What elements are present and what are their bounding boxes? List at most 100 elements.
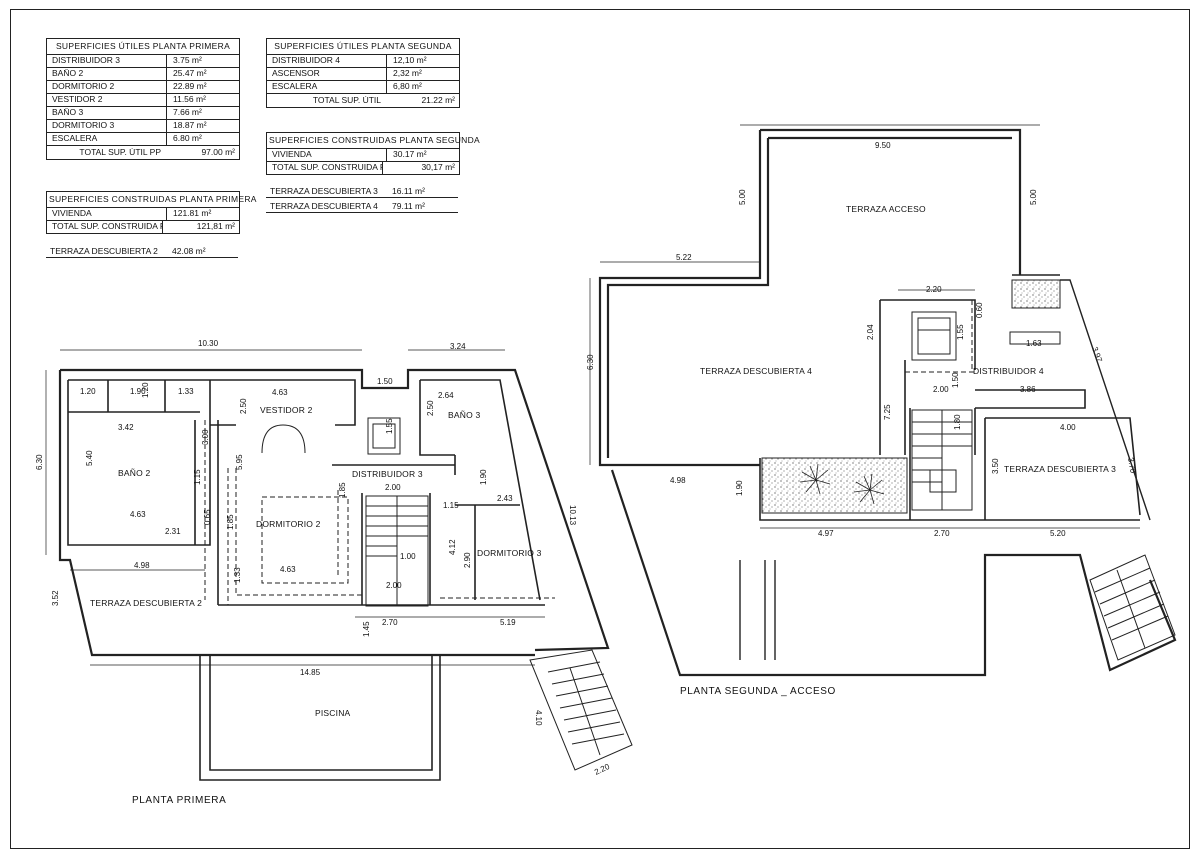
dimension-label: 1.90 (735, 480, 744, 496)
dimension-label: 7.25 (883, 404, 892, 420)
room-label: TERRAZA DESCUBIERTA 4 (700, 366, 812, 376)
dimension-label: 5.00 (738, 189, 747, 205)
dimension-label: 1.90 (479, 469, 488, 485)
dimension-label: 4.12 (448, 539, 457, 555)
dimension-label: 0.60 (975, 302, 984, 318)
room-label: BAÑO 3 (448, 410, 480, 420)
table-title: SUPERFICIES CONSTRUIDAS PLANTA PRIMERA (47, 192, 256, 208)
dimension-label: 4.00 (1060, 423, 1076, 432)
dimension-label: 10.30 (198, 339, 219, 348)
dimension-label: 1.45 (362, 621, 371, 637)
room-label: DORMITORIO 3 (477, 548, 542, 558)
dimension-label: 1.33 (233, 567, 242, 583)
room-label: DISTRIBUIDOR 3 (352, 469, 423, 479)
door-frame (1009, 331, 1061, 345)
dimension-label: 6.30 (35, 454, 44, 470)
palm-icon (799, 463, 885, 505)
dimension-label: 4.97 (818, 529, 834, 538)
plan-second-floor (589, 124, 1177, 677)
dimension-label: 3.52 (51, 590, 60, 606)
elevator (911, 311, 957, 361)
dimension-lines (45, 349, 545, 666)
dimension-label: 5.00 (1029, 189, 1038, 205)
dimension-label: 1.00 (400, 552, 416, 561)
dimension-label: 10.13 (568, 505, 577, 526)
dimension-label: 2.70 (382, 618, 398, 627)
dimension-label: 2.00 (386, 581, 402, 590)
plan-title: PLANTA PRIMERA (132, 795, 226, 806)
dimension-label: 4.98 (670, 476, 686, 485)
dimension-label: 2.20 (593, 762, 611, 777)
table-title: SUPERFICIES ÚTILES PLANTA PRIMERA (47, 39, 239, 55)
exterior-wall (610, 469, 1177, 677)
interior-wall (759, 299, 1141, 521)
dimension-label: 4.10 (534, 710, 543, 726)
dimension-label: 3.50 (991, 458, 1000, 474)
exterior-wall (739, 274, 1151, 660)
interior-wall (67, 379, 545, 606)
table-useful-first-floor: SUPERFICIES ÚTILES PLANTA PRIMERA DISTRI… (46, 38, 240, 160)
dimension-lines (589, 124, 1140, 529)
room-label: TERRAZA DESCUBIERTA 2 (90, 598, 202, 608)
dimension-label: 1.50 (377, 377, 393, 386)
dimension-label: 2.90 (463, 552, 472, 568)
room-label: DISTRIBUIDOR 4 (973, 366, 1044, 376)
dimension-label: 4.98 (134, 561, 150, 570)
dimension-label: 6.30 (586, 354, 595, 370)
table-built-second-floor: SUPERFICIES CONSTRUIDAS PLANTA SEGUNDA V… (266, 132, 480, 175)
elevator (367, 417, 401, 455)
dimension-label: 2.50 (426, 400, 435, 416)
dimension-label: 1.55 (385, 418, 394, 434)
dimension-label: 2.00 (385, 483, 401, 492)
dashed-outline (905, 300, 975, 373)
dimension-label: 2.00 (933, 385, 949, 394)
dimension-label: 5.22 (676, 253, 692, 262)
dimension-label: 5.95 (235, 454, 244, 470)
dimension-label: 2.43 (497, 494, 513, 503)
dimension-label: 1.15 (443, 501, 459, 510)
dimension-label: 4.63 (130, 510, 146, 519)
dimension-label: 2.70 (934, 529, 950, 538)
dimension-label: 1.50 (951, 372, 960, 388)
door-swing (261, 424, 306, 454)
room-label: TERRAZA DESCUBIERTA 3 (1004, 464, 1116, 474)
dimension-label: 3.00 (201, 429, 210, 445)
bed-outline (261, 496, 349, 584)
planter (1011, 279, 1061, 309)
dimension-label: 14.85 (300, 668, 321, 677)
table-title: SUPERFICIES ÚTILES PLANTA SEGUNDA (267, 39, 459, 55)
exterior-wall (598, 128, 1022, 467)
stairs (365, 495, 429, 607)
dimension-label: 3.86 (1020, 385, 1036, 394)
dimension-label: 1.20 (141, 382, 150, 398)
dimension-label: 4.63 (280, 565, 296, 574)
dimension-label: 0.65 (203, 509, 212, 525)
dimension-label: 5.40 (85, 450, 94, 466)
pool-outline (199, 655, 441, 781)
dimension-label: 1.90 (130, 387, 146, 396)
dimension-label: 2.64 (438, 391, 454, 400)
dimension-label: 5.20 (1050, 529, 1066, 538)
dimension-label: 5.19 (500, 618, 516, 627)
dimension-label: 2.31 (165, 527, 181, 536)
dimension-label: 3.42 (118, 423, 134, 432)
plan-first-labels: BAÑO 2 VESTIDOR 2 BAÑO 3 DISTRIBUIDOR 3 … (35, 339, 611, 806)
table-title: SUPERFICIES CONSTRUIDAS PLANTA SEGUNDA (267, 133, 480, 149)
